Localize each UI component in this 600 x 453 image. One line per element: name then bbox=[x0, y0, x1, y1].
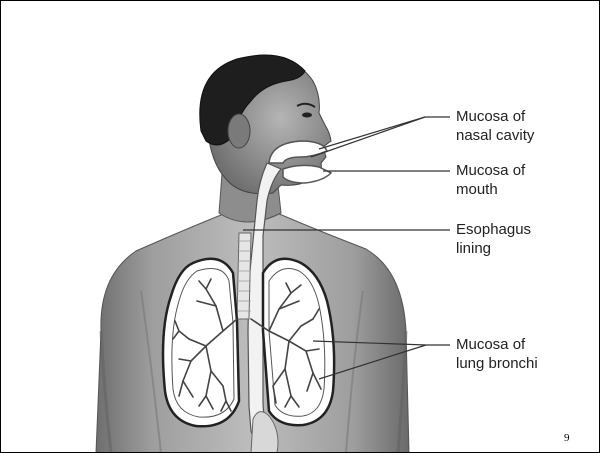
nasal-leader-line bbox=[319, 117, 450, 149]
label-mouth-line1: Mucosa of bbox=[456, 161, 525, 180]
label-esophagus-line1: Esophagus bbox=[456, 220, 531, 239]
label-esophagus-lining: Esophagus lining bbox=[456, 220, 531, 258]
oral-cavity bbox=[283, 165, 331, 183]
label-nasal-line2: nasal cavity bbox=[456, 126, 534, 145]
label-esophagus-line2: lining bbox=[456, 239, 531, 258]
label-mouth-line2: mouth bbox=[456, 180, 525, 199]
label-mucosa-mouth: Mucosa of mouth bbox=[456, 161, 525, 199]
page-number: 9 bbox=[564, 432, 570, 444]
trachea bbox=[237, 233, 251, 319]
label-mucosa-lung-bronchi: Mucosa of lung bronchi bbox=[456, 335, 538, 373]
label-bronchi-line1: Mucosa of bbox=[456, 335, 538, 354]
label-nasal-line1: Mucosa of bbox=[456, 107, 534, 126]
label-mucosa-nasal-cavity: Mucosa of nasal cavity bbox=[456, 107, 534, 145]
label-bronchi-line2: lung bronchi bbox=[456, 354, 538, 373]
ear bbox=[228, 114, 250, 148]
